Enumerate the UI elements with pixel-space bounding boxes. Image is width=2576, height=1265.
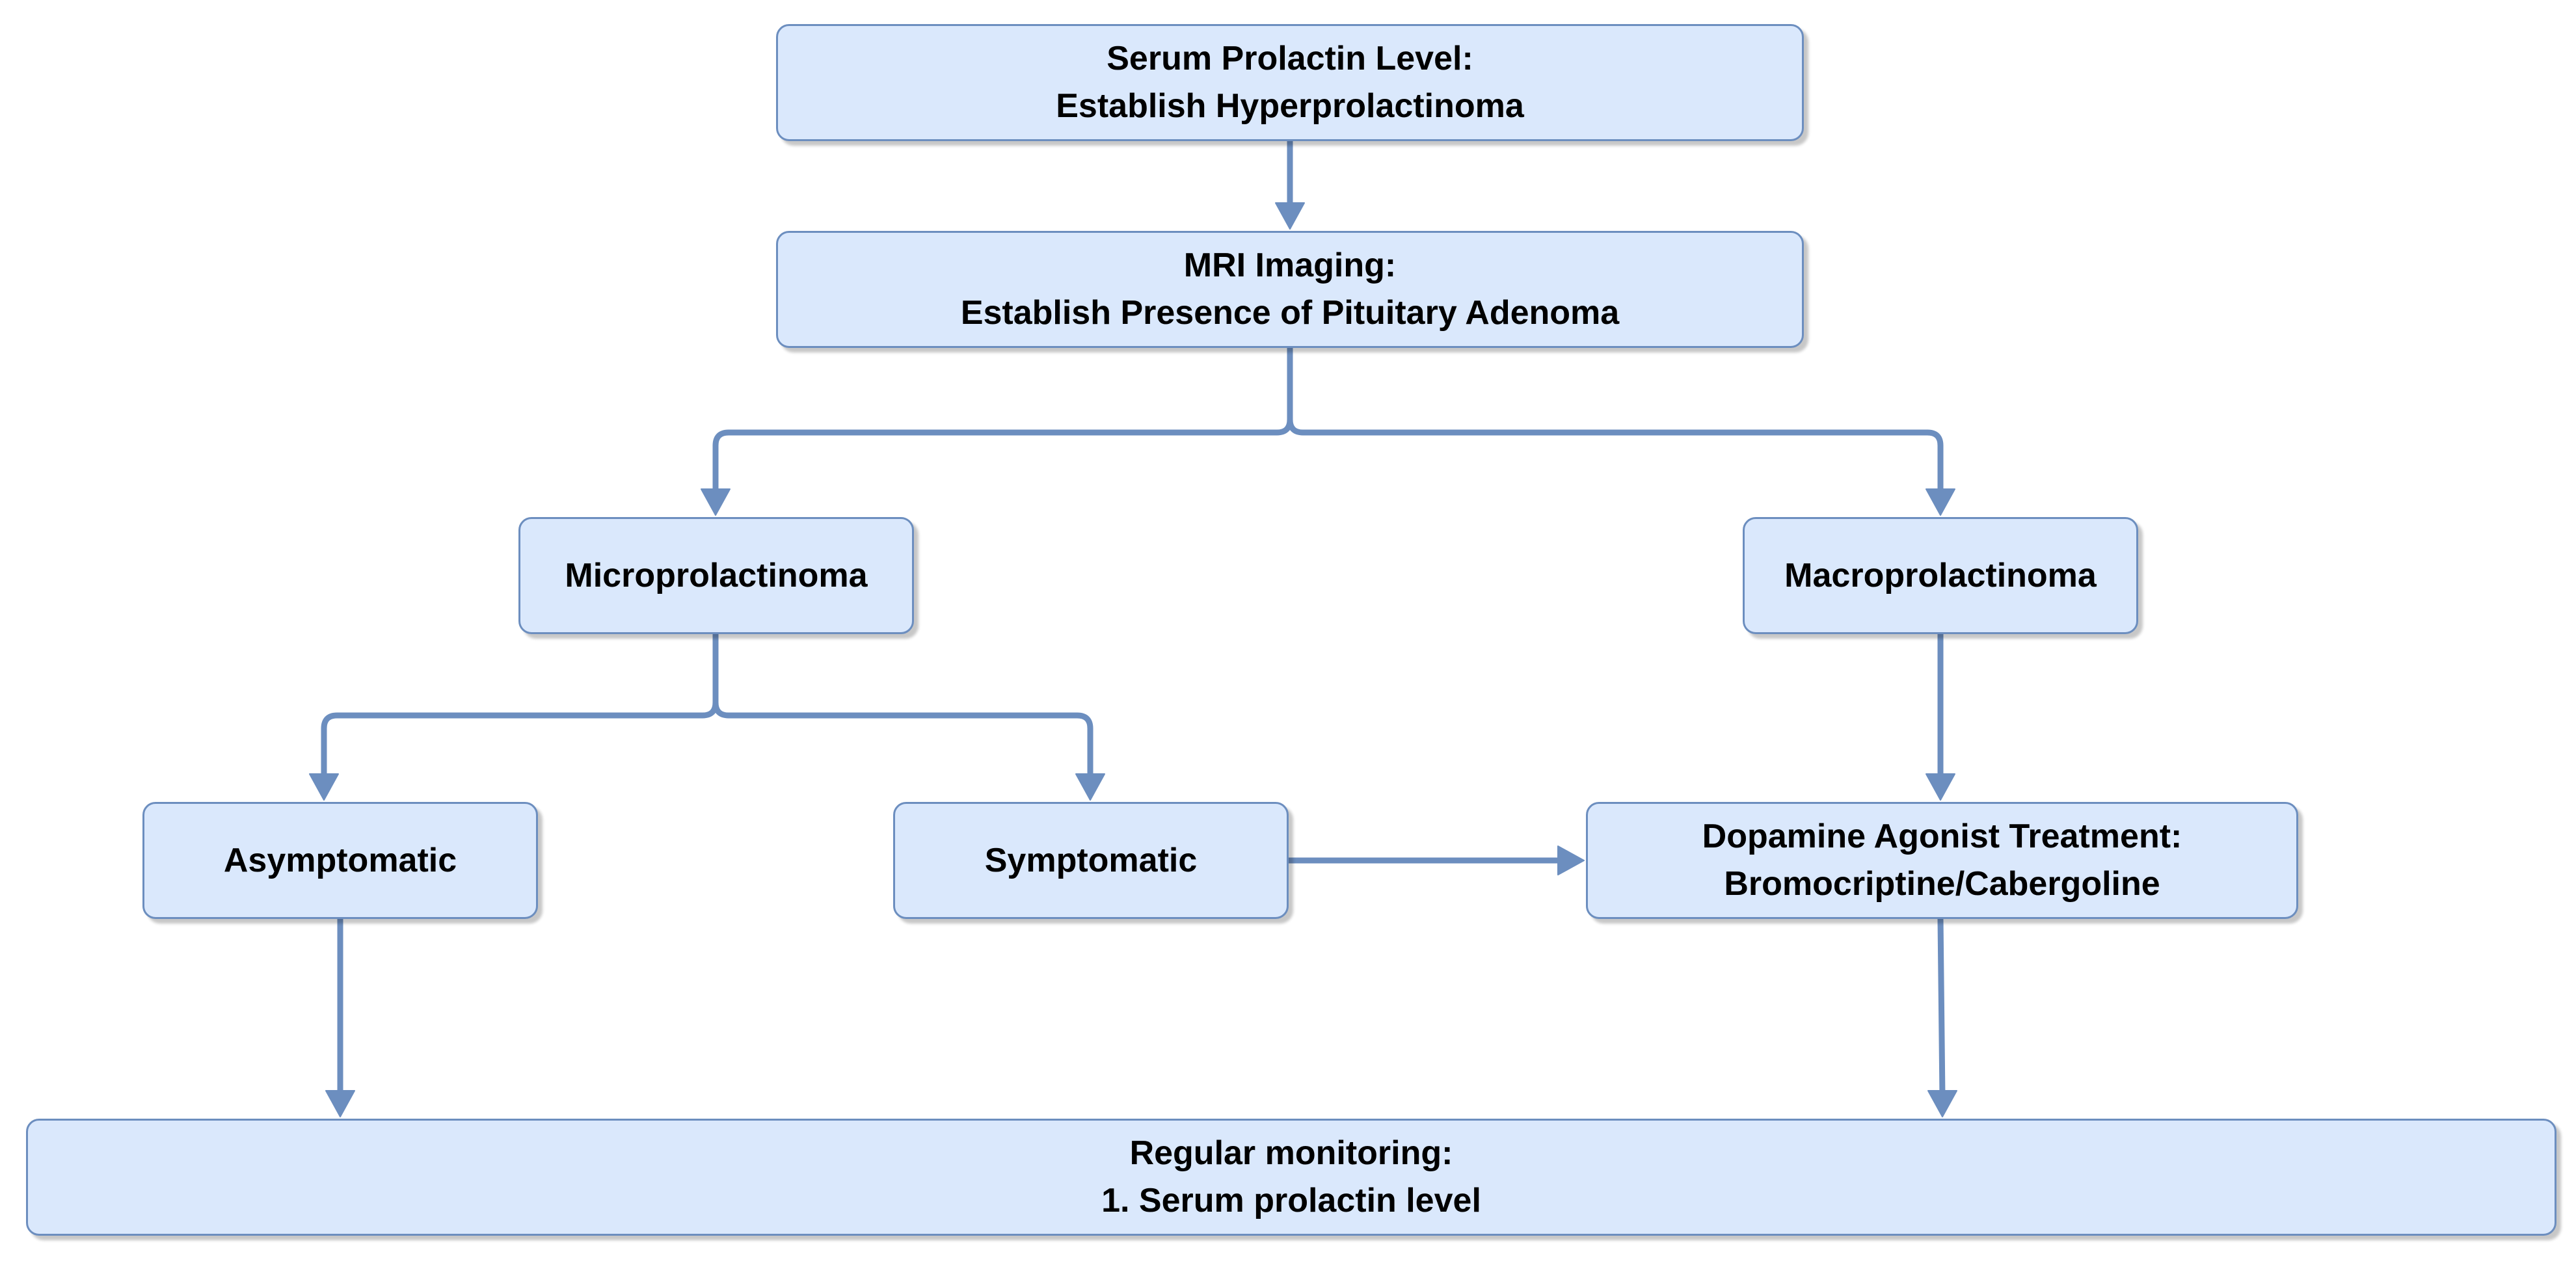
serum-prolactin-subtitle: Establish Hyperprolactinoma <box>1056 87 1524 125</box>
edge-mri-to-macro <box>1287 348 1944 496</box>
mri-imaging-node: MRI Imaging: Establish Presence of Pitui… <box>776 231 1804 348</box>
macroprolactinoma-label: Macroprolactinoma <box>1784 556 2097 594</box>
arrowhead-mri <box>1275 202 1305 230</box>
arrowhead-micro <box>701 488 731 516</box>
arrowhead-sym <box>1075 773 1105 801</box>
serum-prolactin-title: Serum Prolactin Level: <box>1107 40 1473 77</box>
dopamine-agonist-node: Dopamine Agonist Treatment: Bromocriptin… <box>1586 802 2298 919</box>
arrowhead-macro <box>1925 488 1955 516</box>
arrowhead-monitoring-right <box>1927 1090 1957 1117</box>
regular-monitoring-title: Regular monitoring: <box>1129 1134 1453 1172</box>
arrowhead-monitoring-left <box>325 1090 355 1117</box>
dopamine-agonist-drugs: Bromocriptine/Cabergoline <box>1724 865 2160 903</box>
dopamine-agonist-title: Dopamine Agonist Treatment: <box>1702 818 2182 855</box>
symptomatic-label: Symptomatic <box>984 841 1198 879</box>
serum-prolactin-node: Serum Prolactin Level: Establish Hyperpr… <box>776 24 1804 141</box>
edge-mri-to-micro <box>712 348 1293 496</box>
symptomatic-node: Symptomatic <box>893 802 1289 919</box>
edge-dopamine-to-monitoring <box>1937 918 1946 1098</box>
edge-micro-to-sym <box>712 634 1093 780</box>
asymptomatic-node: Asymptomatic <box>142 802 538 919</box>
regular-monitoring-item: 1. Serum prolactin level <box>1101 1182 1481 1219</box>
microprolactinoma-node: Microprolactinoma <box>518 517 914 634</box>
asymptomatic-label: Asymptomatic <box>223 841 457 879</box>
macroprolactinoma-node: Macroprolactinoma <box>1743 517 2138 634</box>
microprolactinoma-label: Microprolactinoma <box>565 556 868 594</box>
arrowhead-dopamine-from-sym <box>1557 846 1585 875</box>
edge-micro-to-asym <box>321 634 719 780</box>
mri-imaging-title: MRI Imaging: <box>1183 246 1397 284</box>
arrowhead-asym <box>309 773 339 801</box>
regular-monitoring-node: Regular monitoring: 1. Serum prolactin l… <box>26 1119 2556 1236</box>
arrowhead-dopamine-from-macro <box>1925 773 1955 801</box>
mri-imaging-subtitle: Establish Presence of Pituitary Adenoma <box>960 294 1620 332</box>
